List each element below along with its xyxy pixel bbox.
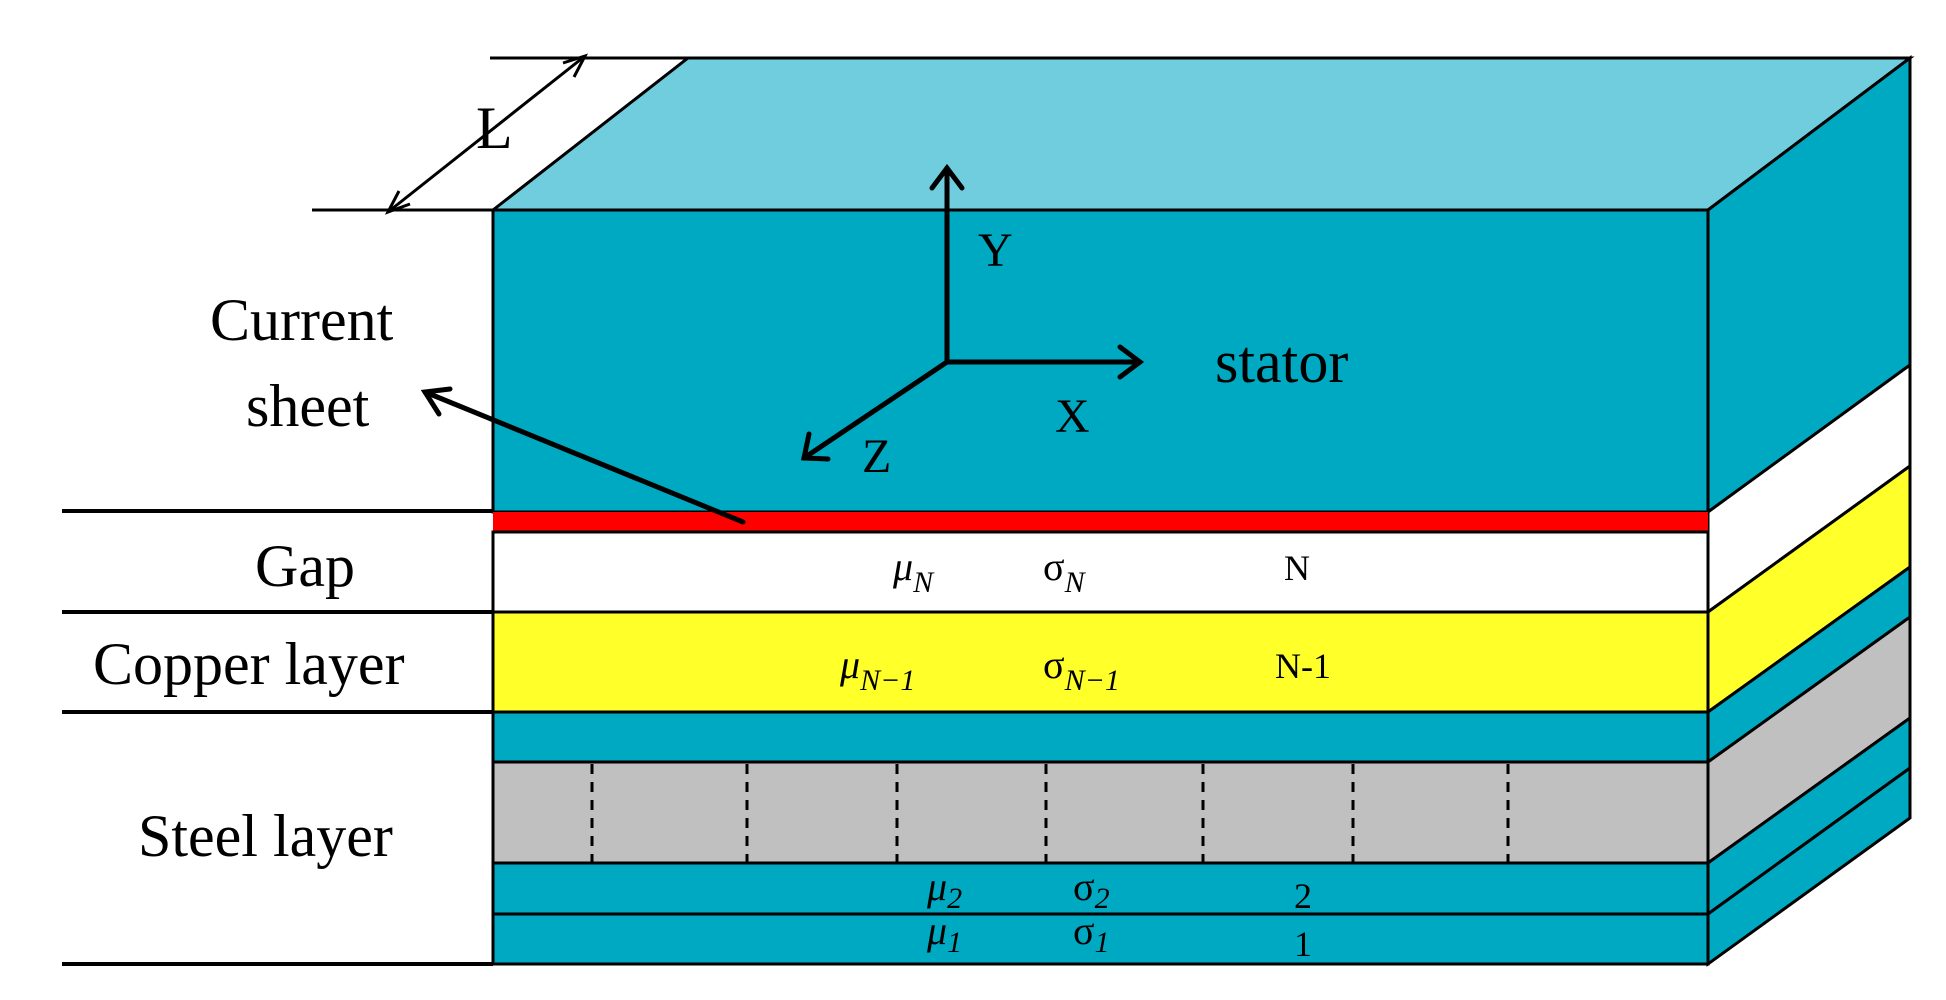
gap-label: Gap (255, 533, 355, 599)
steel-front-face (491, 760, 1710, 865)
copper-index: N-1 (1275, 646, 1331, 686)
gap-sigma: σN (1043, 544, 1087, 599)
copper-mu: μN−1 (839, 642, 915, 697)
current-sheet-strip (493, 512, 1708, 532)
layer-boundary-lines (62, 509, 493, 966)
z-axis-label: Z (862, 430, 891, 483)
copper-sigma: σN−1 (1043, 642, 1120, 697)
teal-band-front-face (491, 710, 1710, 764)
stator-label: stator (1215, 329, 1348, 395)
current-sheet-arrow (420, 386, 746, 525)
y-axis-label: Y (978, 224, 1013, 277)
copper-layer-label: Copper layer (93, 631, 405, 697)
steel-dashed-dividers (590, 764, 1510, 862)
coordinate-axes (800, 163, 1145, 462)
layer2-sigma: σ2 (1073, 864, 1110, 915)
layer1-front-face (491, 912, 1710, 966)
current-sheet-label-line2: sheet (246, 373, 370, 439)
x-axis-label: X (1055, 390, 1090, 443)
layer1-mu: μ1 (926, 908, 962, 959)
length-label: L (476, 95, 513, 161)
layer2-index: 2 (1294, 876, 1312, 916)
current-sheet-label-line1: Current (210, 287, 394, 353)
gap-index: N (1284, 548, 1310, 588)
layer1-sigma: σ1 (1073, 908, 1110, 959)
layer1-index: 1 (1294, 924, 1312, 964)
length-dimension (312, 53, 688, 215)
gap-mu: μN (892, 544, 935, 599)
steel-layer-label: Steel layer (138, 803, 393, 869)
stator-top-face (488, 56, 1915, 212)
copper-front-face (491, 610, 1710, 714)
layer2-mu: μ2 (926, 864, 962, 915)
gap-front-face (491, 530, 1710, 614)
